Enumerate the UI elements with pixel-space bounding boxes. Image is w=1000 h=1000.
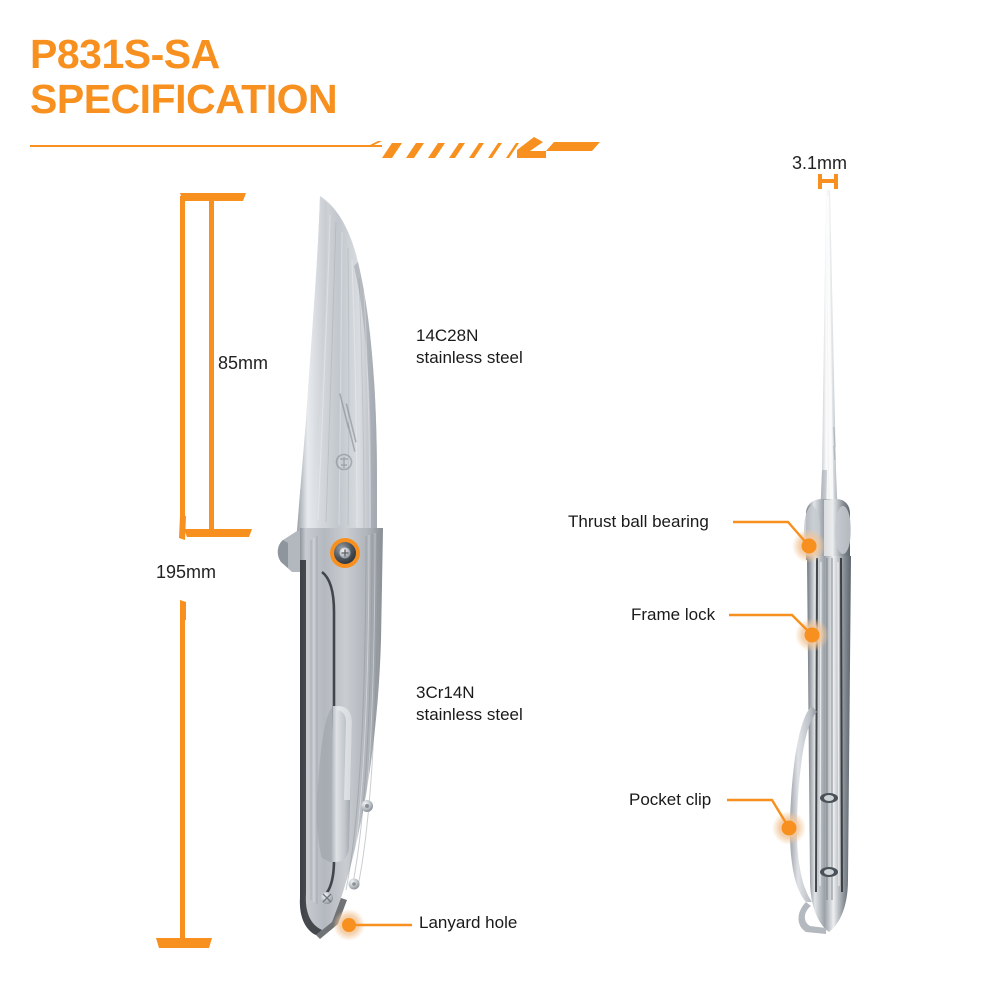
product-model-title: P831S-SA — [30, 31, 220, 77]
blade-material-grade: 14C28N — [416, 326, 479, 345]
pocket-clip-callout — [727, 798, 806, 845]
thrust-ball-bearing-label: Thrust ball bearing — [568, 512, 709, 531]
page-title: P831S-SA SPECIFICATION — [30, 32, 590, 122]
overall-length-label: 195mm — [156, 562, 217, 582]
lanyard-hole-callout — [333, 909, 412, 941]
side-screws — [820, 793, 838, 877]
blade-thickness-dimension — [818, 174, 838, 189]
blade-engraving — [335, 393, 357, 471]
knife-front-view — [277, 196, 383, 939]
handle-material-label: 3Cr14N stainless steel — [416, 682, 523, 726]
frame-lock-label: Frame lock — [631, 605, 716, 624]
frame-lock-callout — [729, 613, 829, 652]
thrust-ball-bearing-callout — [733, 520, 826, 563]
pivot-accent-ring — [330, 538, 360, 568]
handle-material-kind: stainless steel — [416, 705, 523, 724]
title-decoration — [30, 137, 600, 158]
knife-side-view — [789, 190, 851, 934]
lanyard-hole-label: Lanyard hole — [419, 913, 518, 932]
pocket-clip-label: Pocket clip — [629, 790, 712, 809]
section-title: SPECIFICATION — [30, 76, 338, 122]
blade-length-label: 85mm — [218, 353, 269, 373]
blade-material-kind: stainless steel — [416, 348, 523, 367]
blade-thickness-label: 3.1mm — [792, 153, 848, 173]
handle-material-grade: 3Cr14N — [416, 683, 475, 702]
blade-material-label: 14C28N stainless steel — [416, 325, 523, 369]
